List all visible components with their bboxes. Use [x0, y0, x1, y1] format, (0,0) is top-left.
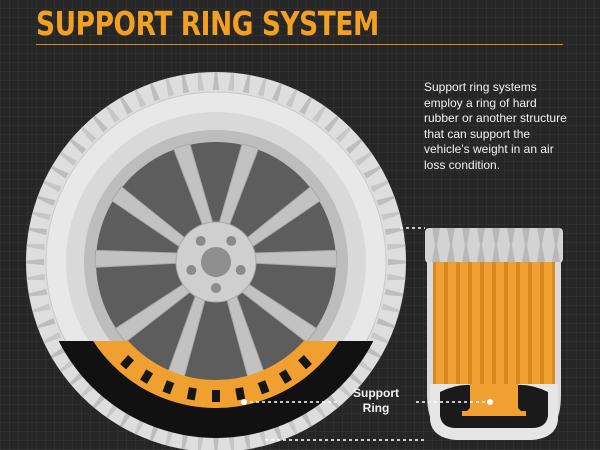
tread-notch	[381, 303, 400, 313]
tread-notch	[257, 78, 267, 97]
cross-section-right-wall	[533, 262, 561, 436]
tread-notch	[32, 303, 51, 313]
tread-notch	[32, 211, 51, 221]
lug-nut	[226, 235, 237, 246]
tread-groove	[447, 228, 455, 262]
tread-notch	[28, 288, 48, 297]
lug-nut	[186, 265, 197, 276]
lug-nut	[195, 235, 206, 246]
tread-notch	[387, 273, 406, 281]
description-text: Support ring systems employ a ring of ha…	[424, 80, 567, 172]
cross-section-support-ring	[466, 384, 522, 412]
tread-notch	[69, 138, 87, 154]
tread-notch	[345, 138, 363, 154]
page-title: SUPPORT RING SYSTEM	[36, 4, 379, 43]
tread-notch	[36, 317, 56, 329]
tread-notch	[134, 89, 147, 108]
tread-notch	[36, 195, 56, 207]
ring-hole	[257, 380, 270, 395]
title-divider	[36, 44, 563, 45]
cross-section-ring-base	[462, 411, 526, 416]
tread-groove	[507, 228, 515, 262]
leader-dot-section	[487, 399, 493, 405]
tread-notch	[105, 105, 120, 123]
connector-lines	[244, 227, 488, 441]
tread-notch	[387, 243, 406, 251]
tread-notch	[285, 89, 298, 108]
ring-hole	[162, 380, 175, 395]
tire-cross-section	[425, 228, 563, 440]
support-label-line1: Support	[353, 386, 399, 400]
support-ring-label: Support Ring	[336, 386, 416, 416]
tread-notch	[387, 258, 406, 266]
tread-groove	[462, 228, 470, 262]
tread-groove	[432, 228, 440, 262]
tread-notch	[43, 180, 62, 193]
tread-notch	[26, 258, 45, 266]
tread-groove	[477, 228, 485, 262]
tread-notch	[119, 96, 133, 115]
leader-dot-wheel	[241, 399, 247, 405]
tread-notch	[384, 288, 404, 297]
ring-hole	[212, 390, 220, 402]
tread-notch	[43, 331, 62, 344]
tread-notch	[370, 331, 389, 344]
tread-notch	[59, 151, 77, 166]
cross-section-left-wall	[427, 262, 455, 436]
tread-notch	[242, 74, 251, 94]
ring-hole	[120, 355, 135, 370]
tread-groove	[522, 228, 530, 262]
tread-notch	[335, 126, 352, 143]
ring-hole	[278, 369, 292, 384]
ring-hole	[297, 355, 312, 370]
tread-notch	[26, 243, 45, 251]
lug-nut	[211, 283, 221, 293]
tread-notch	[92, 115, 108, 133]
center-bore	[201, 247, 231, 277]
ring-hole	[140, 369, 154, 384]
tread-notch	[271, 82, 283, 102]
ring-hole	[235, 387, 246, 401]
tread-notch	[26, 273, 45, 281]
tread-notch	[324, 115, 340, 133]
tread-groove	[492, 228, 500, 262]
tread-notch	[181, 74, 190, 94]
tread-notch	[370, 180, 389, 193]
tread-notch	[381, 211, 400, 221]
tread-groove	[552, 228, 560, 262]
tread-notch	[197, 72, 205, 91]
support-label-line2: Ring	[362, 401, 390, 415]
tread-notch	[363, 165, 382, 179]
tread-notch	[80, 126, 97, 143]
tread-notch	[50, 165, 69, 179]
tread-notch	[376, 195, 396, 207]
support-ring-holes	[120, 355, 312, 402]
tread-notch	[227, 72, 235, 91]
tread-notch	[299, 96, 313, 115]
ring-hole	[186, 387, 197, 401]
tread-notch	[149, 82, 161, 102]
tread-notch	[376, 317, 396, 329]
tread-notch	[28, 227, 48, 236]
tread-notch	[384, 227, 404, 236]
lug-nuts	[186, 235, 246, 293]
tire-side-view	[26, 72, 406, 450]
cross-section-grooves	[432, 228, 560, 262]
tread-notch	[212, 72, 220, 91]
lug-nut	[235, 265, 246, 276]
cross-section-inner	[433, 262, 555, 384]
tread-notch	[355, 151, 373, 166]
tread-notch	[165, 78, 175, 97]
tread-notch	[312, 105, 327, 123]
tread-groove	[537, 228, 545, 262]
